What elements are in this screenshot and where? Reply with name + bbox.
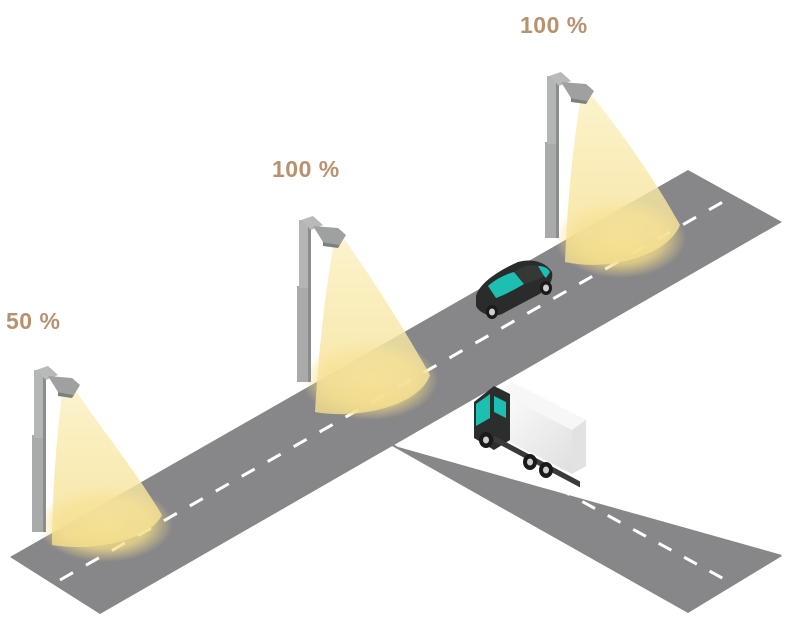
- lamp-head: [561, 82, 594, 101]
- lane-dash: [266, 452, 282, 463]
- lane-dash: [607, 514, 622, 524]
- lane-dash: [474, 334, 490, 345]
- truck-windshield: [476, 394, 490, 426]
- lamp-2-dimming-label: 100 %: [272, 156, 340, 182]
- lamp-1-dimming-label: 50 %: [6, 308, 61, 334]
- lamp-head: [48, 376, 80, 395]
- cross-road-lane-dashes: [454, 430, 723, 580]
- lane-dash: [189, 497, 204, 508]
- street-lamp-1: [32, 366, 80, 532]
- lamp-head: [313, 226, 346, 245]
- car-windshield: [488, 272, 524, 298]
- lamp-pole: [545, 142, 558, 238]
- lamp-pole-upper: [299, 220, 308, 288]
- lamp-pole: [297, 286, 310, 382]
- lane-dash: [581, 500, 596, 510]
- lane-dash: [708, 201, 723, 212]
- street-lamp-3: [545, 72, 594, 238]
- lane-dash: [448, 349, 464, 360]
- lane-dash: [215, 482, 230, 493]
- lane-dash: [683, 555, 698, 566]
- lane-dash: [708, 569, 723, 580]
- light-beams: [52, 96, 680, 547]
- lane-dash: [59, 571, 74, 582]
- lane-dash: [556, 486, 571, 496]
- truck-box-front: [498, 382, 586, 430]
- lane-dash: [454, 430, 469, 441]
- lane-dash: [526, 304, 542, 315]
- light-beam-lamp-3: [565, 96, 680, 265]
- lane-dash: [292, 438, 308, 449]
- street-lamp-2: [297, 216, 346, 382]
- truck-side-window: [494, 396, 506, 418]
- truck-box-side: [498, 382, 586, 474]
- lane-dash: [657, 541, 673, 552]
- truck: [474, 382, 586, 488]
- lane-dash: [500, 319, 516, 330]
- lane-dash: [632, 528, 647, 538]
- lane-dash: [240, 467, 256, 478]
- light-beam-lamp-1: [52, 388, 162, 547]
- lane-dash: [530, 472, 545, 482]
- lane-dash: [552, 289, 567, 300]
- lamp-pole: [32, 435, 45, 532]
- lane-dash: [682, 215, 697, 226]
- lamp-pole-upper: [547, 76, 556, 144]
- lane-dash: [479, 444, 494, 455]
- lane-dash: [578, 275, 593, 286]
- lamp-pole-upper: [34, 370, 43, 438]
- car-rear-window: [538, 266, 550, 278]
- lane-dash: [505, 458, 520, 469]
- lamp-3-dimming-label: 100 %: [520, 12, 588, 38]
- car: [476, 260, 553, 319]
- lane-dash: [318, 423, 334, 434]
- car-roof: [514, 265, 544, 284]
- cross-road-surface: [330, 411, 782, 613]
- light-beam-lamp-2: [315, 240, 430, 415]
